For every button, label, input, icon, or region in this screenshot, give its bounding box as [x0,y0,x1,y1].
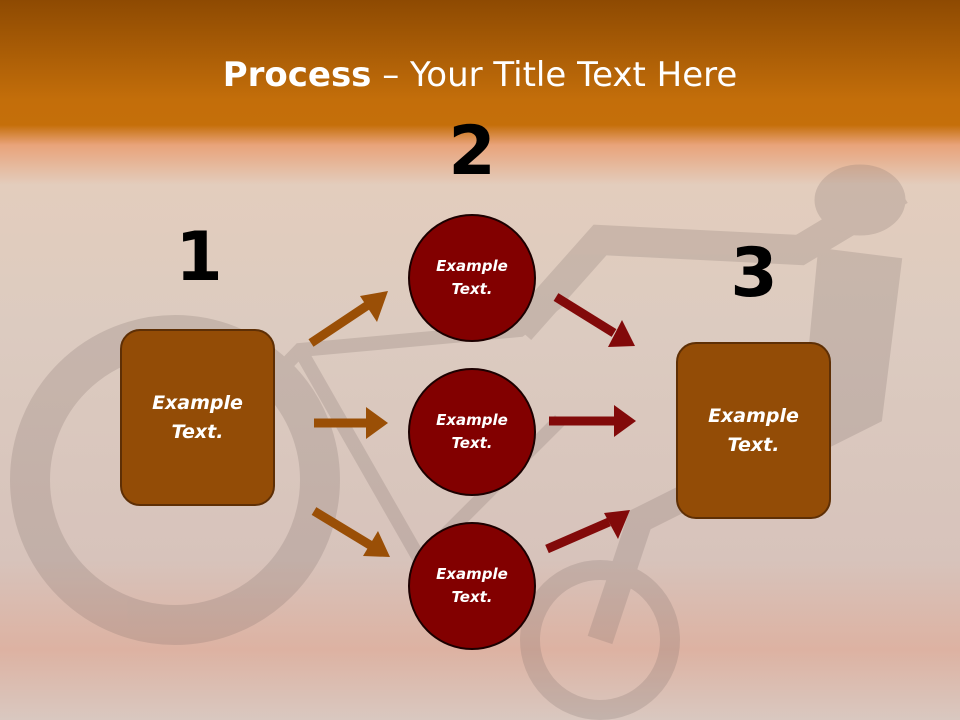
arrow-left-to-bottom [311,507,390,557]
step-number-2: 2 [448,112,496,191]
slide-title: Process – Your Title Text Here [0,52,960,98]
arrow-left-to-middle [314,407,388,439]
step-number-1: 1 [175,218,223,297]
arrow-middle-to-right [549,405,636,437]
arrow-top-to-right [553,293,635,347]
arrow-left-to-top [308,291,388,347]
title-bold: Process [222,55,372,95]
step-number-3: 3 [730,234,778,313]
title-rest: – Your Title Text Here [371,55,738,95]
arrow-bottom-to-right [545,510,630,554]
